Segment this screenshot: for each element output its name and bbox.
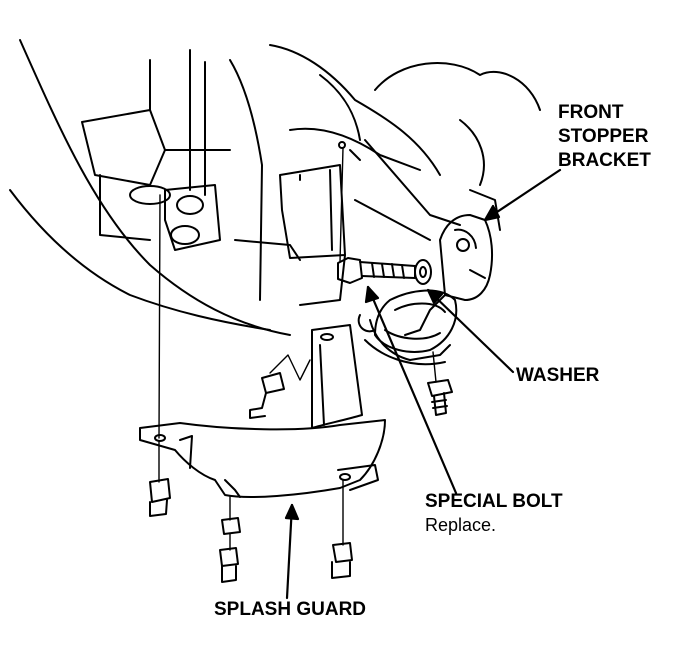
leader-arrows: [284, 168, 562, 600]
splash-guard-bolts: [149, 372, 353, 583]
front-stopper-bracket-label: FRONT STOPPER BRACKET: [558, 101, 651, 173]
front-stopper-bracket-shape: [357, 214, 494, 366]
label-line-stopper: STOPPER: [558, 126, 649, 147]
alignment-lines: [158, 147, 437, 551]
engine-frame-outline: [9, 39, 541, 336]
splash-guard-shape: [139, 324, 386, 499]
special-bolt-note: Replace.: [425, 515, 497, 535]
washer-label: WASHER: [516, 365, 600, 386]
splash-guard-label: SPLASH GUARD: [214, 599, 367, 620]
bracket-lower-bolt-shape: [427, 379, 453, 416]
label-line-front: FRONT: [558, 102, 624, 123]
special-bolt-shape: [337, 257, 432, 285]
label-line-bracket: BRACKET: [558, 150, 651, 171]
special-bolt-label: SPECIAL BOLT: [425, 491, 563, 512]
